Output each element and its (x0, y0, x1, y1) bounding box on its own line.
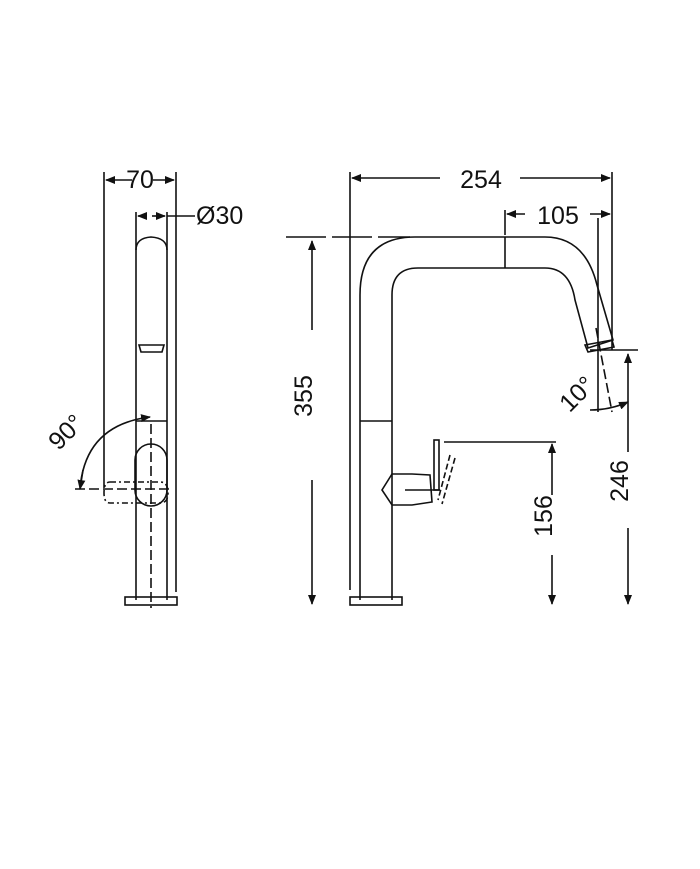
height-355-label: 355 (290, 375, 318, 417)
spout-reach-label: 105 (537, 202, 579, 230)
total-width-label: 254 (460, 166, 502, 194)
rotation-90-label: 90° (43, 409, 90, 456)
spout-clearance-label: 246 (606, 460, 634, 502)
width-70-label: 70 (126, 166, 154, 194)
front-view (286, 172, 638, 606)
side-view (75, 172, 195, 608)
diameter-label: Ø30 (196, 202, 243, 230)
lever-height-label: 156 (530, 495, 558, 537)
